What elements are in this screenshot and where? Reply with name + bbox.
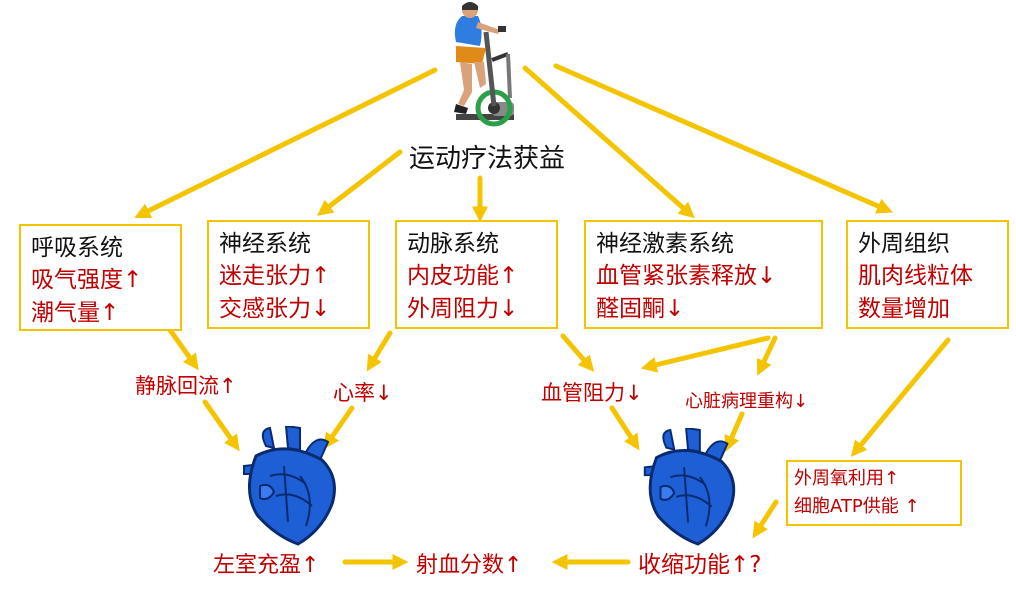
peripheral-line: 外周氧利用↑ <box>794 468 900 489</box>
arrow-venous-to-heart <box>202 399 240 452</box>
box-line: 外周阻力↓ <box>407 296 519 322</box>
arrow-to-peripheral <box>553 63 893 214</box>
box-head: 动脉系统 <box>407 231 499 257</box>
box-line: 潮气量↑ <box>31 300 120 326</box>
label-venous-return: 静脉回流↑ <box>135 374 237 398</box>
heart-icon <box>243 426 336 546</box>
box-head: 神经激素系统 <box>596 231 734 257</box>
box-respiratory-system: 呼吸系统 吸气强度↑ 潮气量↑ <box>19 224 182 331</box>
label-ejection-fraction: 射血分数↑ <box>416 553 523 578</box>
arrow-peripheral-to-oxygen <box>850 337 951 457</box>
arrow-oxygen-to-contractility <box>752 499 779 539</box>
arrow-remodeling-to-heart <box>724 411 745 452</box>
arrow-arterial-to-resistance <box>560 333 595 372</box>
box-arterial-system: 动脉系统 内皮功能↑ 外周阻力↓ <box>395 220 558 329</box>
box-line: 醛固酮↓ <box>596 296 685 322</box>
box-neurohormonal-system: 神经激素系统 血管紧张素释放↓ 醛固酮↓ <box>584 220 823 329</box>
box-head: 呼吸系统 <box>31 235 123 261</box>
arrow-nervous-to-hr <box>366 330 393 372</box>
box-line: 迷走张力↑ <box>219 263 331 289</box>
arrow-to-nervous <box>316 149 403 216</box>
arrow-resistance-to-heart <box>609 405 640 451</box>
label-vascular-resistance: 血管阻力↓ <box>541 381 643 405</box>
box-line: 内皮功能↑ <box>407 263 519 289</box>
arrow-neuro-to-remodeling <box>756 335 778 376</box>
box-line: 吸气强度↑ <box>31 267 143 293</box>
box-line: 交感张力↓ <box>219 296 331 322</box>
heart-icon <box>643 428 736 546</box>
label-cardiac-remodeling: 心脏病理重构↓ <box>685 391 809 412</box>
box-head: 神经系统 <box>219 231 311 257</box>
box-line: 数量增加 <box>858 296 950 322</box>
arrow-hr-to-heart <box>323 405 355 450</box>
box-peripheral-tissue: 外周组织 肌肉线粒体 数量增加 <box>846 220 1009 329</box>
arrow-resp-to-venous <box>167 327 199 371</box>
diagram-title: 运动疗法获益 <box>409 144 566 174</box>
box-line: 血管紧张素释放↓ <box>596 263 777 289</box>
box-peripheral-oxygen: 外周氧利用↑ 细胞ATP供能 ↑ <box>786 460 962 526</box>
arrow-neuro-to-resistance <box>640 335 771 373</box>
label-contractility: 收缩功能↑? <box>638 552 762 578</box>
arrow-to-respiratory <box>134 67 438 218</box>
label-heart-rate: 心率↓ <box>333 381 393 405</box>
box-nervous-system: 神经系统 迷走张力↑ 交感张力↓ <box>207 220 370 329</box>
peripheral-line: 细胞ATP供能 ↑ <box>794 496 920 517</box>
label-lv-filling: 左室充盈↑ <box>213 553 320 578</box>
arrow-to-neurohormonal <box>522 65 695 219</box>
box-head: 外周组织 <box>858 231 950 257</box>
box-line: 肌肉线粒体 <box>858 263 973 289</box>
cyclist-icon <box>454 2 514 127</box>
